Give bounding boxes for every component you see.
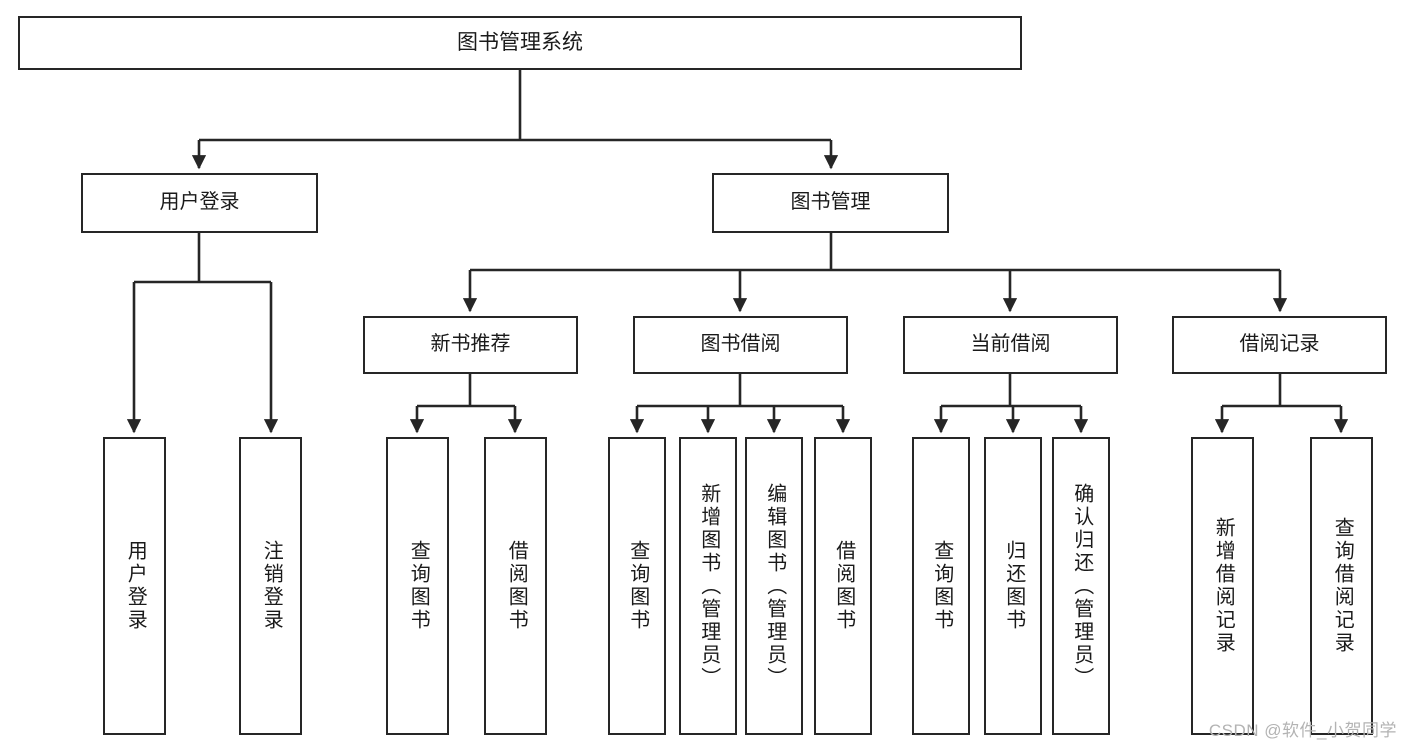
node-leaf-3[interactable]: 借阅图书 (484, 437, 547, 735)
node-label: 归还图书 (1002, 540, 1025, 632)
node-level3-3[interactable]: 借阅记录 (1172, 316, 1387, 374)
node-leaf-9[interactable]: 归还图书 (984, 437, 1042, 735)
node-leaf-12[interactable]: 查询借阅记录 (1310, 437, 1373, 735)
node-level3-0[interactable]: 新书推荐 (363, 316, 578, 374)
node-label: 注销登录 (260, 540, 283, 632)
watermark-text: CSDN @软件_小贺同学 (1208, 721, 1397, 740)
node-label: 图书管理系统 (457, 30, 583, 54)
node-leaf-2[interactable]: 查询图书 (386, 437, 449, 735)
node-level2-0[interactable]: 用户登录 (81, 173, 318, 233)
node-level2-1[interactable]: 图书管理 (712, 173, 949, 233)
node-label: 图书借阅 (700, 333, 781, 356)
node-label: 借阅图书 (505, 540, 528, 632)
node-label: 借阅记录 (1239, 333, 1320, 356)
node-leaf-0[interactable]: 用户登录 (103, 437, 166, 735)
node-label: 用户登录 (124, 540, 147, 632)
node-level3-1[interactable]: 图书借阅 (633, 316, 848, 374)
node-label: 确认归还（管理员） (1070, 482, 1093, 690)
node-level3-2[interactable]: 当前借阅 (903, 316, 1118, 374)
node-label: 编辑图书（管理员） (763, 482, 786, 690)
node-leaf-1[interactable]: 注销登录 (239, 437, 302, 735)
node-leaf-10[interactable]: 确认归还（管理员） (1052, 437, 1110, 735)
node-leaf-11[interactable]: 新增借阅记录 (1191, 437, 1254, 735)
node-label: 查询借阅记录 (1331, 517, 1354, 655)
node-leaf-4[interactable]: 查询图书 (608, 437, 666, 735)
node-label: 查询图书 (626, 540, 649, 632)
node-label: 用户登录 (159, 191, 240, 214)
node-label: 查询图书 (407, 540, 430, 632)
node-label: 查询图书 (930, 540, 953, 632)
node-leaf-6[interactable]: 编辑图书（管理员） (745, 437, 803, 735)
node-label: 当前借阅 (970, 333, 1051, 356)
node-label: 图书管理 (790, 191, 871, 214)
node-label: 新书推荐 (430, 333, 511, 356)
node-root-system[interactable]: 图书管理系统 (18, 16, 1022, 70)
node-leaf-8[interactable]: 查询图书 (912, 437, 970, 735)
node-label: 新增图书（管理员） (697, 482, 720, 690)
node-label: 借阅图书 (832, 540, 855, 632)
node-leaf-5[interactable]: 新增图书（管理员） (679, 437, 737, 735)
node-label: 新增借阅记录 (1212, 517, 1235, 655)
node-leaf-7[interactable]: 借阅图书 (814, 437, 872, 735)
